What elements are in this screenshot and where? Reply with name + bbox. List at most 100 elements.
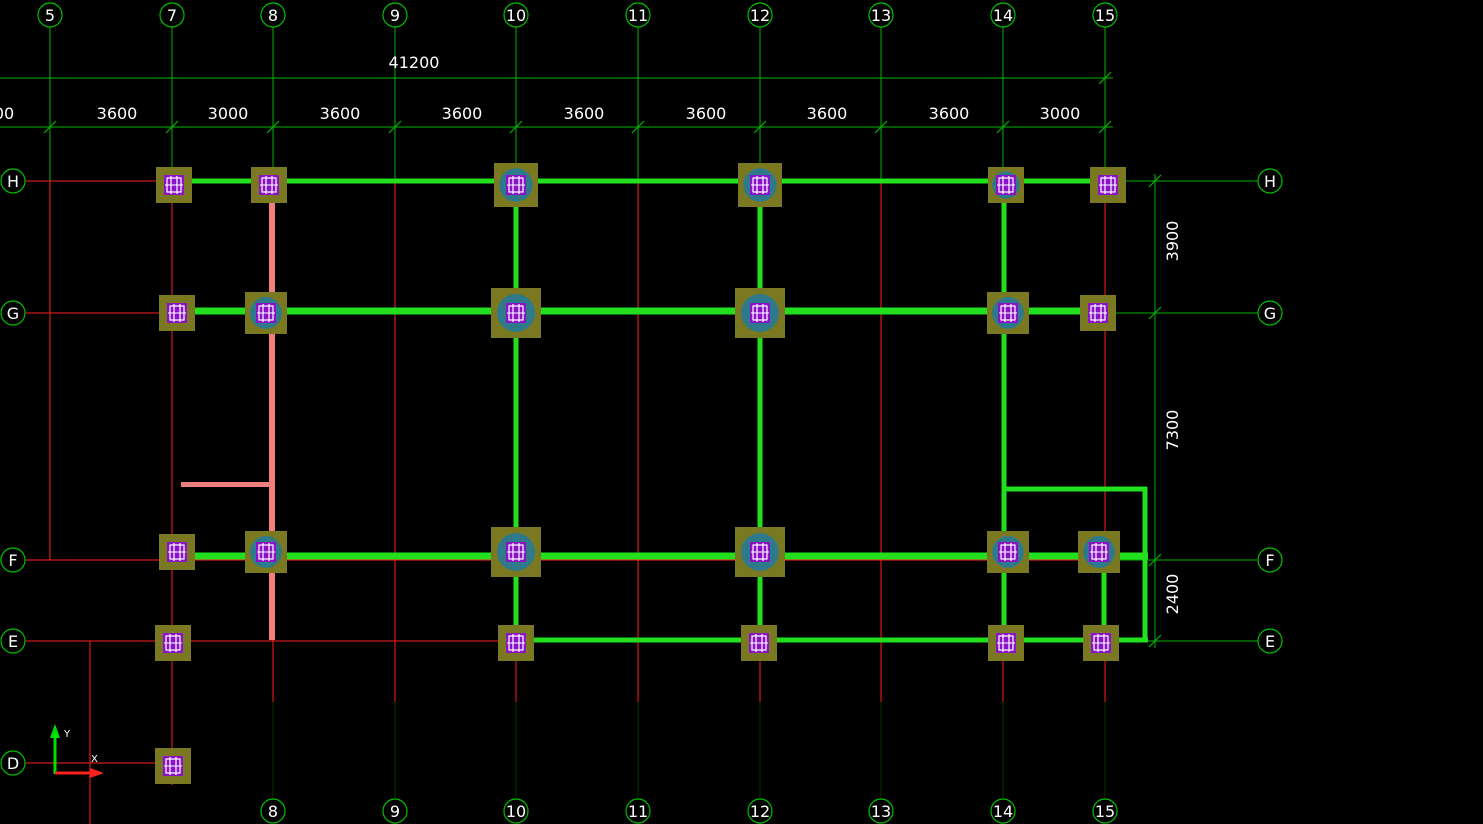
wall-stub [181, 482, 271, 487]
axis-left-D: D [0, 750, 26, 776]
dimension-tick [996, 120, 1010, 134]
wall-axis-8 [269, 190, 275, 640]
axis-left-F: F [0, 547, 26, 573]
dimension-tick [1098, 71, 1112, 85]
axis-bubble-label: G [7, 304, 19, 323]
axis-bubble-label: E [1265, 632, 1275, 651]
axis-left-E: E [0, 628, 26, 654]
axis-bubble-label: 8 [268, 6, 278, 25]
grid-lines [24, 27, 1258, 824]
axis-left-G: G [0, 300, 26, 326]
column-section-icon [988, 625, 1024, 661]
dimension-tick [43, 120, 57, 134]
axis-bubble-ring [1092, 2, 1118, 28]
axis-bubble-label: F [1265, 551, 1274, 570]
ucs-y-label: Y [63, 729, 71, 740]
dimension-bay: 3000 [1040, 104, 1081, 123]
column-section-icon [735, 527, 785, 577]
axis-bubble-ring [625, 2, 651, 28]
axis-bubble-ring [382, 2, 408, 28]
axis-bubble-label: H [1264, 172, 1276, 191]
axis-bubble-ring [1257, 547, 1283, 573]
dimension-tick [388, 120, 402, 134]
axis-bubble-label: 9 [390, 6, 400, 25]
axis-bubble-label: 14 [993, 802, 1013, 821]
dimension-overall: 41200 [389, 53, 440, 72]
column-section-icon [245, 292, 287, 334]
axis-bubble-label: 14 [993, 6, 1013, 25]
axis-bubble-ring [37, 2, 63, 28]
dimension-bay: 3600 [320, 104, 361, 123]
column-section-icon [1090, 167, 1126, 203]
ucs-axis-icon: YX [50, 724, 104, 778]
axis-bubble-label: G [1264, 304, 1276, 323]
column-section-icon [741, 625, 777, 661]
axis-bubble-ring [382, 798, 408, 824]
column-section-icon [987, 531, 1029, 573]
axis-right-H: H [1257, 168, 1283, 194]
axis-bottom-10: 10 [503, 798, 529, 824]
dimension-bay: 3600 [97, 104, 138, 123]
dimension-tick [1148, 174, 1162, 188]
axis-right-G: G [1257, 300, 1283, 326]
dimension-bay: 3600 [564, 104, 605, 123]
axis-bubble-label: 10 [506, 6, 526, 25]
dimension-vertical: 7300 [1163, 410, 1182, 451]
axis-top-13: 13 [868, 2, 894, 28]
axis-bubble-ring [503, 798, 529, 824]
ucs-x-arrow [90, 768, 104, 778]
columns [155, 163, 1126, 784]
dimension-tick [509, 120, 523, 134]
column-section-icon [159, 295, 195, 331]
axis-bubble-ring [1257, 300, 1283, 326]
axis-bottom-8: 8 [260, 798, 286, 824]
column-section-icon [988, 167, 1024, 203]
axis-bubble-ring [747, 798, 773, 824]
walls [181, 190, 275, 640]
axis-bubble-ring [868, 798, 894, 824]
column-section-icon [156, 167, 192, 203]
dimension-bay: 3600 [807, 104, 848, 123]
axis-bubble-ring [0, 300, 26, 326]
axis-bottom-9: 9 [382, 798, 408, 824]
dimension-tick [266, 120, 280, 134]
axis-bubble-label: 11 [628, 802, 648, 821]
ucs-y-arrow [50, 724, 60, 738]
dimension-tick [631, 120, 645, 134]
dimension-bay: 3000 [208, 104, 249, 123]
dimension-tick [874, 120, 888, 134]
axis-bottom-13: 13 [868, 798, 894, 824]
axis-bubble-ring [260, 798, 286, 824]
axis-bubble-label: 12 [750, 802, 770, 821]
axis-bubble-label: E [8, 632, 18, 651]
beams [176, 178, 1148, 643]
column-section-icon [491, 288, 541, 338]
axis-bubble-label: 5 [45, 6, 55, 25]
axis-bubble-label: 15 [1095, 802, 1115, 821]
dimension-lines: 4120000360030003600360036003600360036003… [0, 53, 1182, 648]
axis-bubble-ring [1257, 628, 1283, 654]
column-section-icon [155, 748, 191, 784]
axis-bottom-14: 14 [990, 798, 1016, 824]
axis-top-5: 5 [37, 2, 63, 28]
column-section-icon [735, 288, 785, 338]
axis-bottom-12: 12 [747, 798, 773, 824]
column-section-icon [1083, 625, 1119, 661]
dimension-tick [1148, 634, 1162, 648]
axis-bubble-label: H [7, 172, 19, 191]
axis-top-7: 7 [159, 2, 185, 28]
column-section-icon [1078, 531, 1120, 573]
axis-top-11: 11 [625, 2, 651, 28]
dimension-tick [1098, 120, 1112, 134]
axis-bubble-ring [990, 2, 1016, 28]
dimension-bay: 3600 [442, 104, 483, 123]
axis-bubble-ring [868, 2, 894, 28]
axis-bubble-ring [503, 2, 529, 28]
axis-top-9: 9 [382, 2, 408, 28]
column-section-icon [1080, 295, 1116, 331]
axis-bubble-label: 13 [871, 802, 891, 821]
axis-bubble-ring [260, 2, 286, 28]
ucs-x-label: X [91, 754, 98, 765]
